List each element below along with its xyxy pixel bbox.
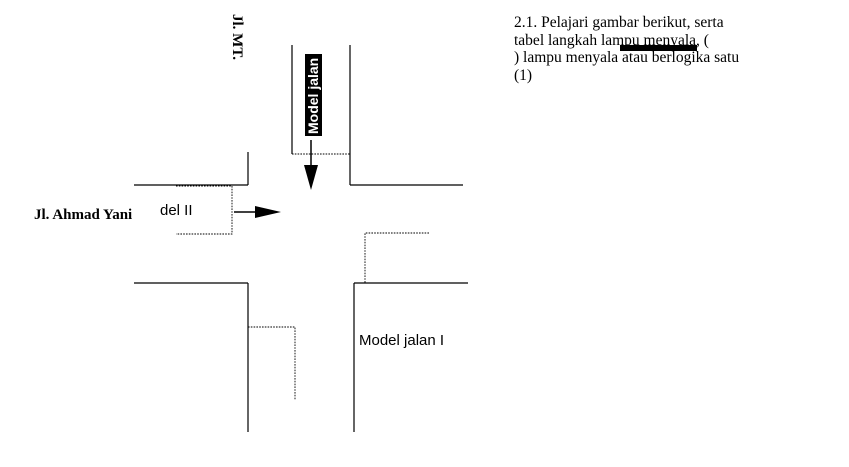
lane-box-south	[248, 326, 296, 400]
instruction-line-2: tabel langkah lampu menyala, (	[514, 31, 709, 49]
lane-label-model-1: Model jalan I	[359, 332, 444, 349]
road-edges	[134, 45, 468, 432]
lane-label-model-3-band	[305, 54, 322, 136]
instruction-line-1: 2.1. Pelajari gambar berikut, serta	[514, 14, 724, 31]
lane-label-model-3: Model jalan I	[305, 50, 322, 136]
street-label-mt: Jl. MT.	[229, 14, 245, 60]
instruction-line-3: ) lampu menyala atau berlogika satu	[514, 49, 740, 66]
instruction-text: 2.1. Pelajari gambar berikut, serta tabe…	[514, 14, 814, 84]
arrow-south-head	[304, 165, 318, 190]
lane-box-west	[176, 185, 233, 235]
redaction-bar	[620, 45, 697, 51]
lane-boxes	[176, 153, 429, 400]
instruction-line-4: (1)	[514, 66, 533, 84]
lane-label-model-2: del II	[160, 202, 193, 219]
arrow-east-head	[255, 206, 281, 218]
arrows	[234, 140, 318, 218]
lane-box-east	[364, 232, 429, 283]
lane-label-model-3-text: Model jalan I	[305, 50, 321, 134]
street-label-ahmad-yani: Jl. Ahmad Yani	[34, 207, 132, 223]
